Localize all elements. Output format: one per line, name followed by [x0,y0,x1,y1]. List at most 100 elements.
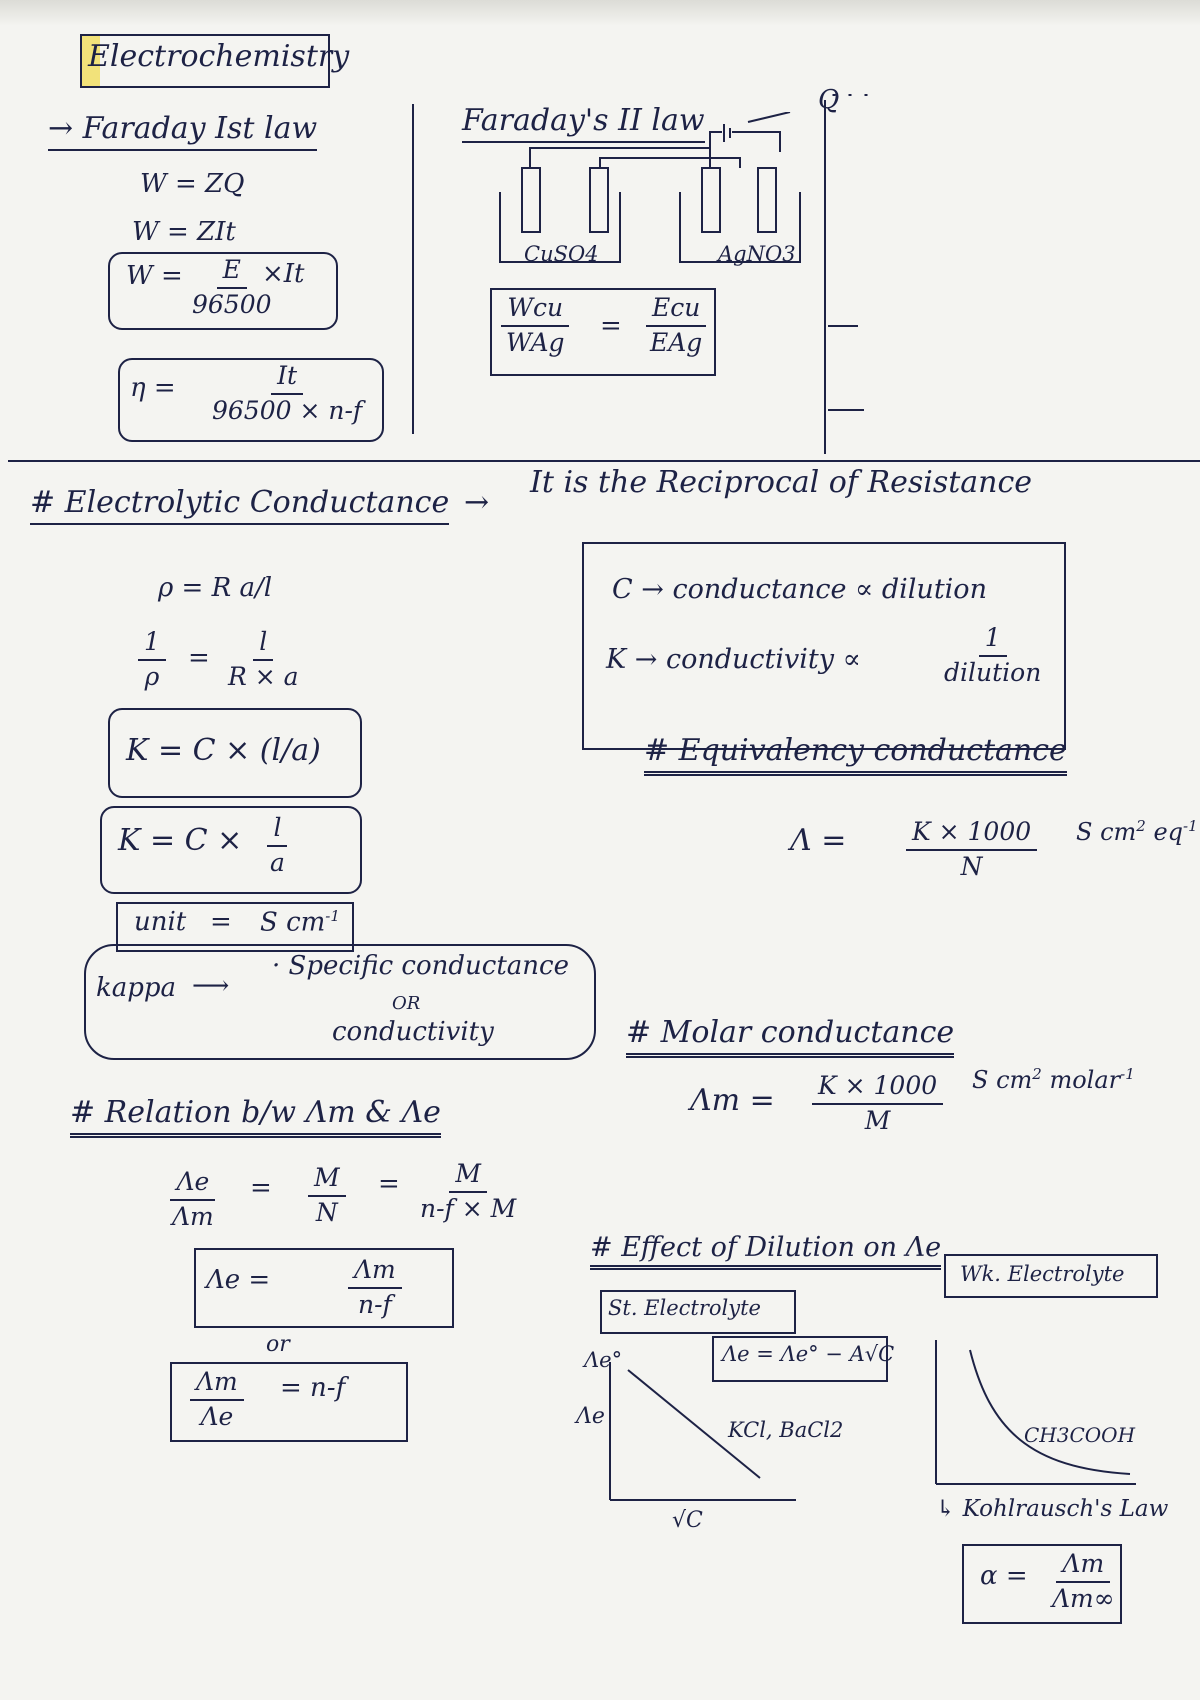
faraday-eq4-fraction: It 96500 × n-f [206,361,368,426]
strong-formula-box [712,1336,888,1382]
relation-r3-fraction: Λm Λe [190,1367,244,1432]
faraday2-ratio-box [490,288,716,376]
relation-r2-box [194,1248,454,1328]
inverse-rho-rhs-den: R × a [228,661,299,691]
faraday-eq4-num: It [271,361,304,395]
relation-r1-b-num: M [308,1163,346,1197]
kappa-label: kappa [96,973,177,1003]
resistivity-eq: ρ = R a/l [158,573,273,603]
kappa-eq2-box [100,806,362,894]
relation-r1-c-num: M [449,1159,487,1193]
alpha-den: Λm∞ [1052,1583,1115,1613]
faraday-second-law-heading: Faraday's II law [462,103,705,143]
molar-unit-exp1: 2 [1032,1065,1042,1083]
kappa-arrow: ⟶ [192,971,230,1001]
equivalency-unit-mid: eq [1145,818,1184,846]
inverse-rho-den: ρ [144,661,160,691]
molar-unit-mid: molar [1041,1066,1121,1094]
relation-r3-rhs: = n-f [280,1373,346,1403]
relation-r1-c-den: n-f × M [420,1193,517,1223]
faraday2-ratio-rhs: Ecu EAg [644,293,708,358]
weak-electrolyte-label-box [944,1254,1158,1298]
unit-value-base: S cm [260,907,326,938]
relation-r1-a: Λe Λm [166,1167,220,1232]
faraday2-ratio-equals: = [600,311,622,341]
weak-electrolyte-label: Wk. Electrolyte [960,1262,1125,1286]
conductance-arrow: → [464,485,490,520]
unit-box [116,902,354,952]
kappa-eq2-lhs: K = C × [118,823,243,858]
relation-r3-num: Λm [190,1367,244,1401]
kappa-eq1: K = C × (l/a) [126,733,321,768]
equivalency-unit: S cm2 eq-1 [1076,817,1198,847]
faraday-eq2: W = ZIt [132,217,236,247]
kappa-eq2-fraction: l a [264,813,291,878]
section-divider [8,460,1200,462]
equivalency-fraction: K × 1000 N [906,817,1038,882]
strong-electrolyte-label-box [600,1290,796,1334]
relation-r2-num: Λm [348,1255,402,1289]
kappa-desc-conductivity: conductivity [332,1017,494,1047]
molar-num: K × 1000 [812,1071,944,1105]
relation-r1-b-den: N [315,1197,338,1227]
relation-r1-c: M n-f × M [414,1159,522,1224]
strong-examples: KCl, BaCl2 [728,1418,844,1442]
molar-den: M [864,1105,891,1135]
dilution-effect-heading: # Effect of Dilution on Λe [590,1232,942,1271]
faraday-eq3-fraction: E 96500 [186,255,278,320]
equivalency-conductance-heading: # Equivalency conductance [644,733,1067,776]
relation-r1-eq: = [250,1173,272,1203]
equivalency-lhs: Λ = [790,823,847,858]
unit-value: S cm-1 [260,907,340,939]
molar-conductance-heading: # Molar conductance [626,1015,955,1058]
conductance-dilution-line: C → conductance ∝ dilution [612,574,987,605]
strong-electrolyte-label: St. Electrolyte [608,1296,761,1320]
alpha-box [962,1544,1122,1624]
conductance-description: It is the Reciprocal of Resistance [530,465,1033,500]
strong-graph-y2: Λe [576,1404,605,1429]
dilution-proportionality-box [582,542,1066,750]
kappa-eq2-den: a [270,847,285,877]
strong-graph-xaxis: √C [672,1508,703,1533]
faraday-eq4-den: 96500 × n-f [212,395,363,425]
electrolysis-circuit-diagram [499,112,801,263]
charge-q-label: Q [818,85,840,115]
faraday-eq3-den: 96500 [192,289,272,319]
relation-r3-den: Λe [200,1401,234,1431]
faraday-eq1: W = ZQ [140,169,245,199]
molar-fraction: K × 1000 M [812,1071,944,1136]
strong-formula: Λe = Λe° − A√C [722,1342,895,1366]
divider-left [412,104,414,434]
equivalency-unit-exp2: -1 [1183,817,1198,835]
faraday-eq4-lhs: η = [130,373,176,403]
inverse-rho-num: 1 [138,627,166,661]
conductivity-dilution-lhs: K → conductivity ∝ [606,644,861,675]
alpha-num: Λm [1056,1549,1111,1583]
margin-ticks [828,94,868,411]
inverse-rho-rhs: l R × a [222,627,305,692]
strong-electrolyte-graph [609,1362,796,1501]
relation-r3-box [170,1362,408,1442]
kohlrausch-law-label: ↳ Kohlrausch's Law [936,1496,1169,1522]
equivalency-unit-base: S cm [1076,818,1137,846]
inverse-rho-rhs-num: l [253,627,274,661]
faraday2-ratio-rhs-den: EAg [650,327,703,357]
faraday-eq3-tail: ×It [262,259,305,289]
equivalency-num: K × 1000 [906,817,1038,851]
page-edge [0,0,1200,26]
faraday-first-law-heading: → Faraday Ist law [48,111,318,151]
equivalency-den: N [960,851,983,881]
faraday2-ratio-rhs-num: Ecu [645,293,707,327]
faraday-eq3-box [108,252,338,330]
faraday2-ratio-lhs-den: WAg [506,327,565,357]
relation-heading: # Relation b/w Λm & Λe [70,1095,441,1138]
conductivity-dilution-den: dilution [944,657,1042,687]
relation-r1-a-num: Λe [170,1167,216,1201]
cell-label-cuso4: CuSO4 [524,242,599,266]
faraday-eq3-lhs: W = [126,261,183,291]
molar-lhs: Λm = [690,1083,775,1118]
cell-label-agno3: AgNO3 [718,242,796,266]
alpha-fraction: Λm Λm∞ [1046,1549,1121,1614]
strong-graph-y1: Λe° [584,1348,623,1372]
inverse-rho-lhs: 1 ρ [138,627,166,692]
